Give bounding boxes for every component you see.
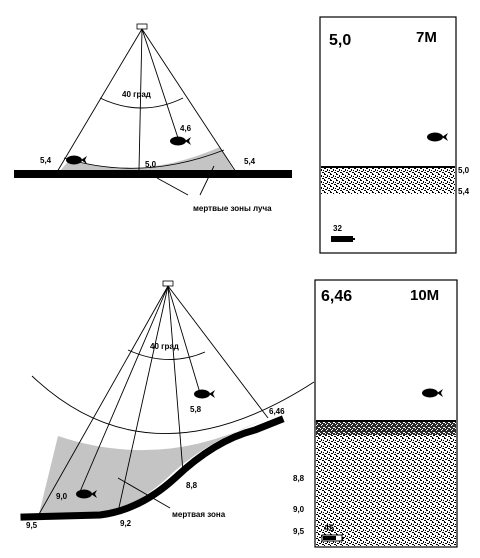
bottom-angle-label: 40 град — [150, 342, 179, 351]
top-screen-bottom-line — [321, 166, 455, 168]
top-screen-battery-icon — [331, 236, 353, 242]
bottom-lower-depth: 9,2 — [120, 519, 132, 528]
bottom-dead-pointer — [117, 477, 171, 509]
bottom-mid-depth: 8,8 — [186, 481, 198, 490]
top-dead-pointer-1 — [156, 177, 189, 196]
top-beam-to-fish — [141, 28, 179, 139]
top-screen-depth: 5,0 — [329, 32, 351, 49]
top-fish-depth: 4,6 — [180, 124, 192, 133]
bottom-screen-bottom-echo — [316, 435, 456, 546]
bottom-beam-to-deep-fish — [78, 285, 169, 495]
bottom-beam-right — [167, 285, 269, 419]
top-dead-zone — [60, 147, 234, 171]
bottom-scene: 40 град 5,8 6,46 8,8 9,0 9,5 9,2 мертвая… — [20, 280, 315, 530]
top-beam-arc — [63, 149, 225, 169]
bottom-beam-to-lower — [117, 285, 169, 513]
top-screen-battery-tip — [353, 238, 355, 240]
top-right-edge-depth: 5,4 — [244, 157, 256, 166]
bottom-sweep-arc — [31, 375, 315, 434]
bottom-screen-scale-2: 9,0 — [293, 505, 305, 514]
top-dead-pointer-2 — [199, 165, 215, 196]
top-screen-battery-value: 32 — [333, 224, 342, 233]
top-dead-zone-label: мертвые зоны луча — [193, 204, 272, 213]
bottom-screen-scale-1: 8,8 — [293, 474, 305, 483]
bottom-screen-scale-3: 9,5 — [293, 527, 305, 536]
bottom-screen-slope-echo — [316, 421, 456, 435]
bottom-slope-depth: 6,46 — [269, 407, 285, 416]
bottom-transducer-icon — [162, 280, 174, 287]
top-screen-edge-depth: 5,4 — [458, 187, 470, 196]
top-center-depth: 5,0 — [145, 160, 157, 169]
bottom-left-depth: 9,5 — [26, 521, 38, 530]
bottom-screen-battery-tip — [342, 537, 344, 539]
bottom-fish-icon — [194, 389, 215, 399]
bottom-screen-battery-value: 45 — [324, 523, 334, 533]
top-angle-arc — [99, 97, 184, 109]
bottom-screen-range: 10M — [410, 287, 439, 304]
bottom-screen-battery-fill — [323, 536, 336, 540]
bottom-deep-fish-depth: 9,0 — [56, 492, 68, 501]
top-left-edge-depth: 5,4 — [40, 156, 52, 165]
top-screen-bottom-depth: 5,0 — [458, 166, 470, 175]
top-beam-left — [56, 28, 143, 173]
top-fish-icon — [170, 136, 191, 146]
bottom-angle-arc — [127, 349, 206, 360]
bottom-seabed — [20, 415, 285, 521]
bottom-fish-depth: 5,8 — [190, 405, 202, 414]
top-screen-bottom-echo — [321, 166, 455, 194]
bottom-beam-center — [167, 285, 184, 473]
top-beam-center — [138, 28, 143, 171]
top-scene: 40 град 4,6 5,4 5,0 5,4 мертвые зоны луч… — [14, 23, 292, 213]
top-seabed — [14, 170, 292, 178]
bottom-beam-to-fish — [167, 285, 201, 394]
bottom-screen-depth: 6,46 — [321, 288, 352, 305]
top-sonar-screen: 5,0 7M 5,0 5,4 32 — [319, 16, 470, 254]
top-transducer-icon — [136, 23, 148, 30]
bottom-dead-zone-label: мертвая зона — [172, 510, 226, 519]
top-screen-range: 7M — [416, 29, 437, 46]
bottom-dead-zone — [38, 422, 258, 518]
bottom-beam-left — [37, 285, 169, 517]
top-angle-label: 40 град — [122, 90, 151, 99]
top-beam-right — [141, 28, 237, 173]
bottom-screen-bottom-line — [316, 420, 456, 422]
bottom-sonar-screen: 6,46 10M 8,8 9,0 9,5 45 — [293, 279, 458, 548]
